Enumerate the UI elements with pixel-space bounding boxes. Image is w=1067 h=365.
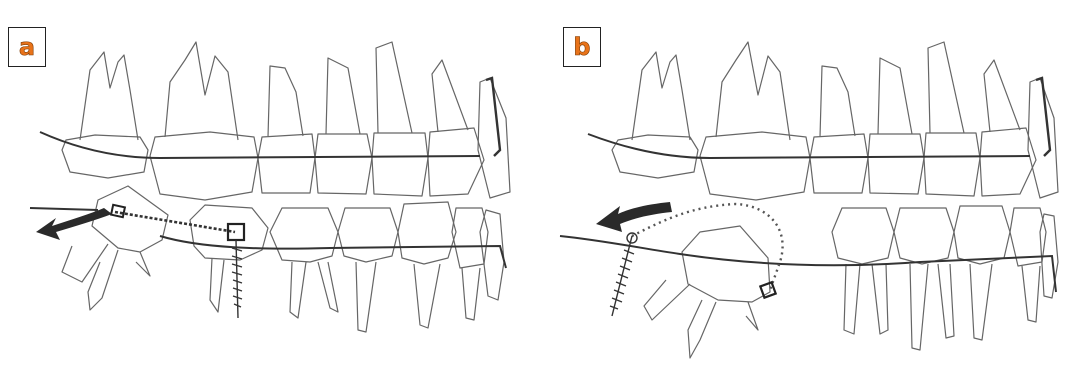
upper-premolar-2 bbox=[868, 58, 924, 194]
upper-premolar-1 bbox=[372, 42, 428, 196]
power-chain bbox=[632, 204, 783, 290]
distalization-arrow bbox=[596, 202, 672, 232]
bracket-left bbox=[111, 205, 125, 217]
upper-molar-2 bbox=[700, 42, 810, 200]
upper-molar-3 bbox=[62, 52, 148, 178]
mini-screw bbox=[232, 240, 242, 318]
upper-wire-end bbox=[486, 78, 500, 156]
lower-molar-2 bbox=[190, 205, 268, 312]
lower-premolar-1 bbox=[1010, 208, 1046, 322]
lower-incisor bbox=[480, 210, 504, 300]
lower-molar-2 bbox=[832, 208, 894, 334]
lower-molar-1 bbox=[894, 208, 954, 350]
panel-label-box-b: b bbox=[563, 27, 601, 67]
panel-label-box-a: a bbox=[8, 27, 46, 67]
bracket-right bbox=[760, 282, 775, 297]
upper-molar-3 bbox=[612, 52, 698, 178]
lower-premolar-1 bbox=[398, 202, 456, 328]
upper-canine bbox=[980, 60, 1036, 196]
distalization-arrow bbox=[36, 208, 112, 240]
upper-molar-2 bbox=[150, 42, 258, 200]
lower-premolar-2 bbox=[338, 208, 398, 332]
upper-teeth bbox=[62, 42, 510, 200]
lower-canine bbox=[452, 208, 488, 320]
upper-wire-end bbox=[1036, 78, 1050, 156]
lower-premolar-2 bbox=[954, 206, 1010, 340]
upper-premolar-2 bbox=[315, 58, 372, 194]
lower-molar-1 bbox=[270, 208, 338, 318]
lower-molar-3-tipped bbox=[644, 226, 770, 358]
lower-teeth bbox=[62, 186, 504, 332]
panel-b: b bbox=[540, 0, 1067, 365]
upper-premolar-1 bbox=[924, 42, 980, 196]
dental-diagram-a bbox=[0, 0, 520, 365]
upper-molar-1 bbox=[810, 66, 868, 193]
upper-molar-1 bbox=[258, 66, 315, 193]
upper-canine bbox=[428, 60, 484, 196]
panel-label-a: a bbox=[19, 35, 35, 59]
panel-label-b: b bbox=[573, 35, 590, 59]
lower-teeth bbox=[644, 206, 1058, 358]
panel-a: a bbox=[0, 0, 520, 365]
coil-spring bbox=[115, 212, 235, 232]
dental-diagram-b bbox=[540, 0, 1067, 365]
upper-teeth bbox=[612, 42, 1058, 200]
